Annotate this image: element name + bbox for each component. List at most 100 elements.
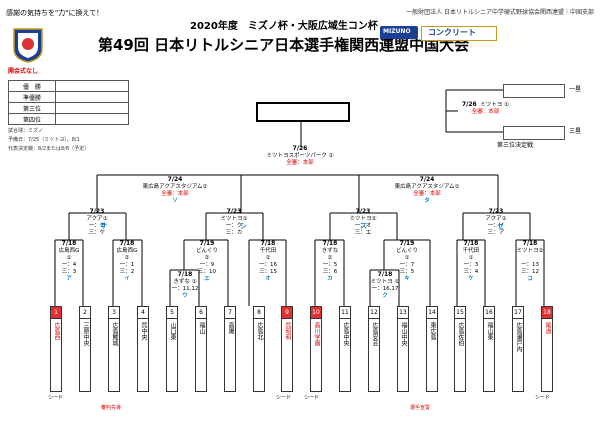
- game-date: 7/18: [377, 271, 393, 278]
- notes: 試合球：ミズノ 予備日：7/25（ミツトヨ）、8/1 代表決定戦：8/2または8…: [8, 127, 89, 154]
- game-venue: アクア①: [86, 216, 108, 222]
- umpire-lead-label: 審判先導: [101, 405, 122, 411]
- game-letter: ク: [382, 293, 388, 299]
- team-number: 5: [167, 307, 177, 319]
- team-number: 16: [484, 307, 494, 319]
- oath-label: 選手宣誓: [410, 405, 431, 411]
- final-game: 7/26 ミツトヨスポーツパーク ② 全審：本部: [250, 145, 350, 167]
- team-number: 4: [138, 307, 148, 319]
- game-venue: 広島西G: [116, 248, 138, 254]
- r1-game-1: 7/18 広島西G ① 一：4 三：3 ア: [56, 240, 82, 283]
- semifinal-left: 7/24 東広島アクアスタジアム② 全審：本部 ソ: [130, 176, 220, 205]
- game-venue: 千代田: [259, 248, 277, 254]
- game-umpire-3b: 三：10: [198, 269, 216, 275]
- game-umpire: 一：コ: [88, 223, 106, 229]
- game-letter: エ: [204, 276, 210, 282]
- game-date: 7/19: [199, 240, 215, 247]
- game-umpire: 一：11,12: [171, 286, 199, 292]
- game-umpire-3b: 三：6: [322, 269, 338, 275]
- team-name: 東広島: [429, 322, 436, 340]
- seed-label: シード: [276, 395, 292, 401]
- game-umpire: 全審：本部: [286, 160, 314, 166]
- game-field: ②: [327, 255, 333, 261]
- team-name: 広島佐伯: [457, 322, 464, 346]
- team-name: 呉昭和: [284, 322, 291, 340]
- game-letter: コ: [527, 276, 533, 282]
- semifinal-right: 7/24 東広島アクアスタジアム① 全審：本部 タ: [382, 176, 472, 205]
- game-letter: イ: [124, 276, 130, 282]
- game-umpire-3b: 三：2: [119, 269, 135, 275]
- game-letter: キ: [404, 276, 410, 282]
- game-date: 7/23: [226, 208, 242, 215]
- team-number: 1: [51, 307, 61, 319]
- result-value: [55, 113, 129, 125]
- game-date: 7/26: [292, 145, 308, 152]
- team-name: 呉中央: [140, 322, 147, 340]
- game-umpire-3b: 三：4: [463, 269, 479, 275]
- third-base-label: 三塁: [569, 128, 582, 135]
- game-umpire: 一：16: [259, 262, 277, 268]
- quarterfinal-4: 7/23 アクア② 一：イ 三：ア: [480, 208, 512, 237]
- team-number: 12: [369, 307, 379, 319]
- game-umpire: 一：7: [399, 262, 415, 268]
- game-venue: ミツトヨ ①: [480, 102, 509, 108]
- quarterfinal-2: 7/23 ミツトヨ① 一：ク 三：カ: [216, 208, 252, 237]
- quarterfinal-1: 7/23 アクア① 一：コ 三：ケ: [82, 208, 112, 237]
- team-number: 2: [80, 307, 90, 319]
- team-slot: 8 広島北: [253, 306, 265, 392]
- team-number: 17: [513, 307, 523, 319]
- game-letter: ス: [360, 222, 367, 230]
- r1-game-9: 7/18 千代田 ① 一：3 三：4 ケ: [456, 240, 486, 283]
- note-reserve: 予備日：7/25（ミツトヨ）、8/1: [8, 137, 80, 143]
- game-letter: シ: [240, 222, 247, 230]
- results-table: 優 勝 準優勝 第三位 第四位: [8, 80, 129, 125]
- game-letter: タ: [424, 198, 430, 204]
- game-field: ①: [66, 255, 72, 261]
- game-venue: どんぐり: [195, 248, 218, 254]
- game-date: 7/24: [167, 176, 183, 183]
- team-number: 3: [109, 307, 119, 319]
- team-number: 8: [254, 307, 264, 319]
- slogan: 感謝の気持ちを"力"に換えて！: [6, 9, 104, 17]
- game-date: 7/18: [177, 271, 193, 278]
- r1-game-3: 7/18 きずな ① 一：11,12 ウ: [170, 271, 200, 300]
- game-venue: アクア②: [485, 216, 507, 222]
- team-number: 15: [455, 307, 465, 319]
- game-umpire-3b: 三：3: [61, 269, 77, 275]
- team-name: 高陽: [227, 322, 234, 334]
- game-date: 7/23: [488, 208, 504, 215]
- team-slot: 17 広島瀬戸内: [512, 306, 524, 392]
- game-umpire-3b: 三：エ: [354, 230, 372, 236]
- game-venue: きずな: [321, 248, 339, 254]
- team-slot: 15 広島佐伯: [454, 306, 466, 392]
- game-field: ②: [265, 255, 271, 261]
- game-date: 7/24: [419, 176, 435, 183]
- game-umpire: 一：イ: [487, 223, 505, 229]
- game-umpire: 全審：本部: [161, 191, 189, 197]
- team-number: 14: [427, 307, 437, 319]
- game-date: 7/18: [463, 240, 479, 247]
- organization: 一般財団法人 日本リトルシニア中学硬式野球協会関西連盟｜中国支部: [406, 9, 594, 16]
- game-venue: どんぐり: [395, 248, 418, 254]
- opening-ceremony-note: 開会式なし: [8, 68, 39, 75]
- team-number: 10: [311, 307, 321, 319]
- game-letter: カ: [327, 276, 333, 282]
- game-umpire: 一：5: [322, 262, 338, 268]
- team-name: 広島北: [256, 322, 263, 340]
- team-name: 広島瀬戸内: [515, 322, 522, 352]
- note-ball: 試合球：ミズノ: [8, 128, 44, 134]
- third-base-team-box: [503, 126, 565, 140]
- first-base-label: 一塁: [569, 86, 582, 93]
- game-venue: 東広島アクアスタジアム①: [394, 184, 460, 190]
- game-venue: ミツトヨスポーツパーク ②: [266, 153, 334, 159]
- game-field: ①: [468, 255, 474, 261]
- game-umpire-3b: 三：12: [521, 269, 539, 275]
